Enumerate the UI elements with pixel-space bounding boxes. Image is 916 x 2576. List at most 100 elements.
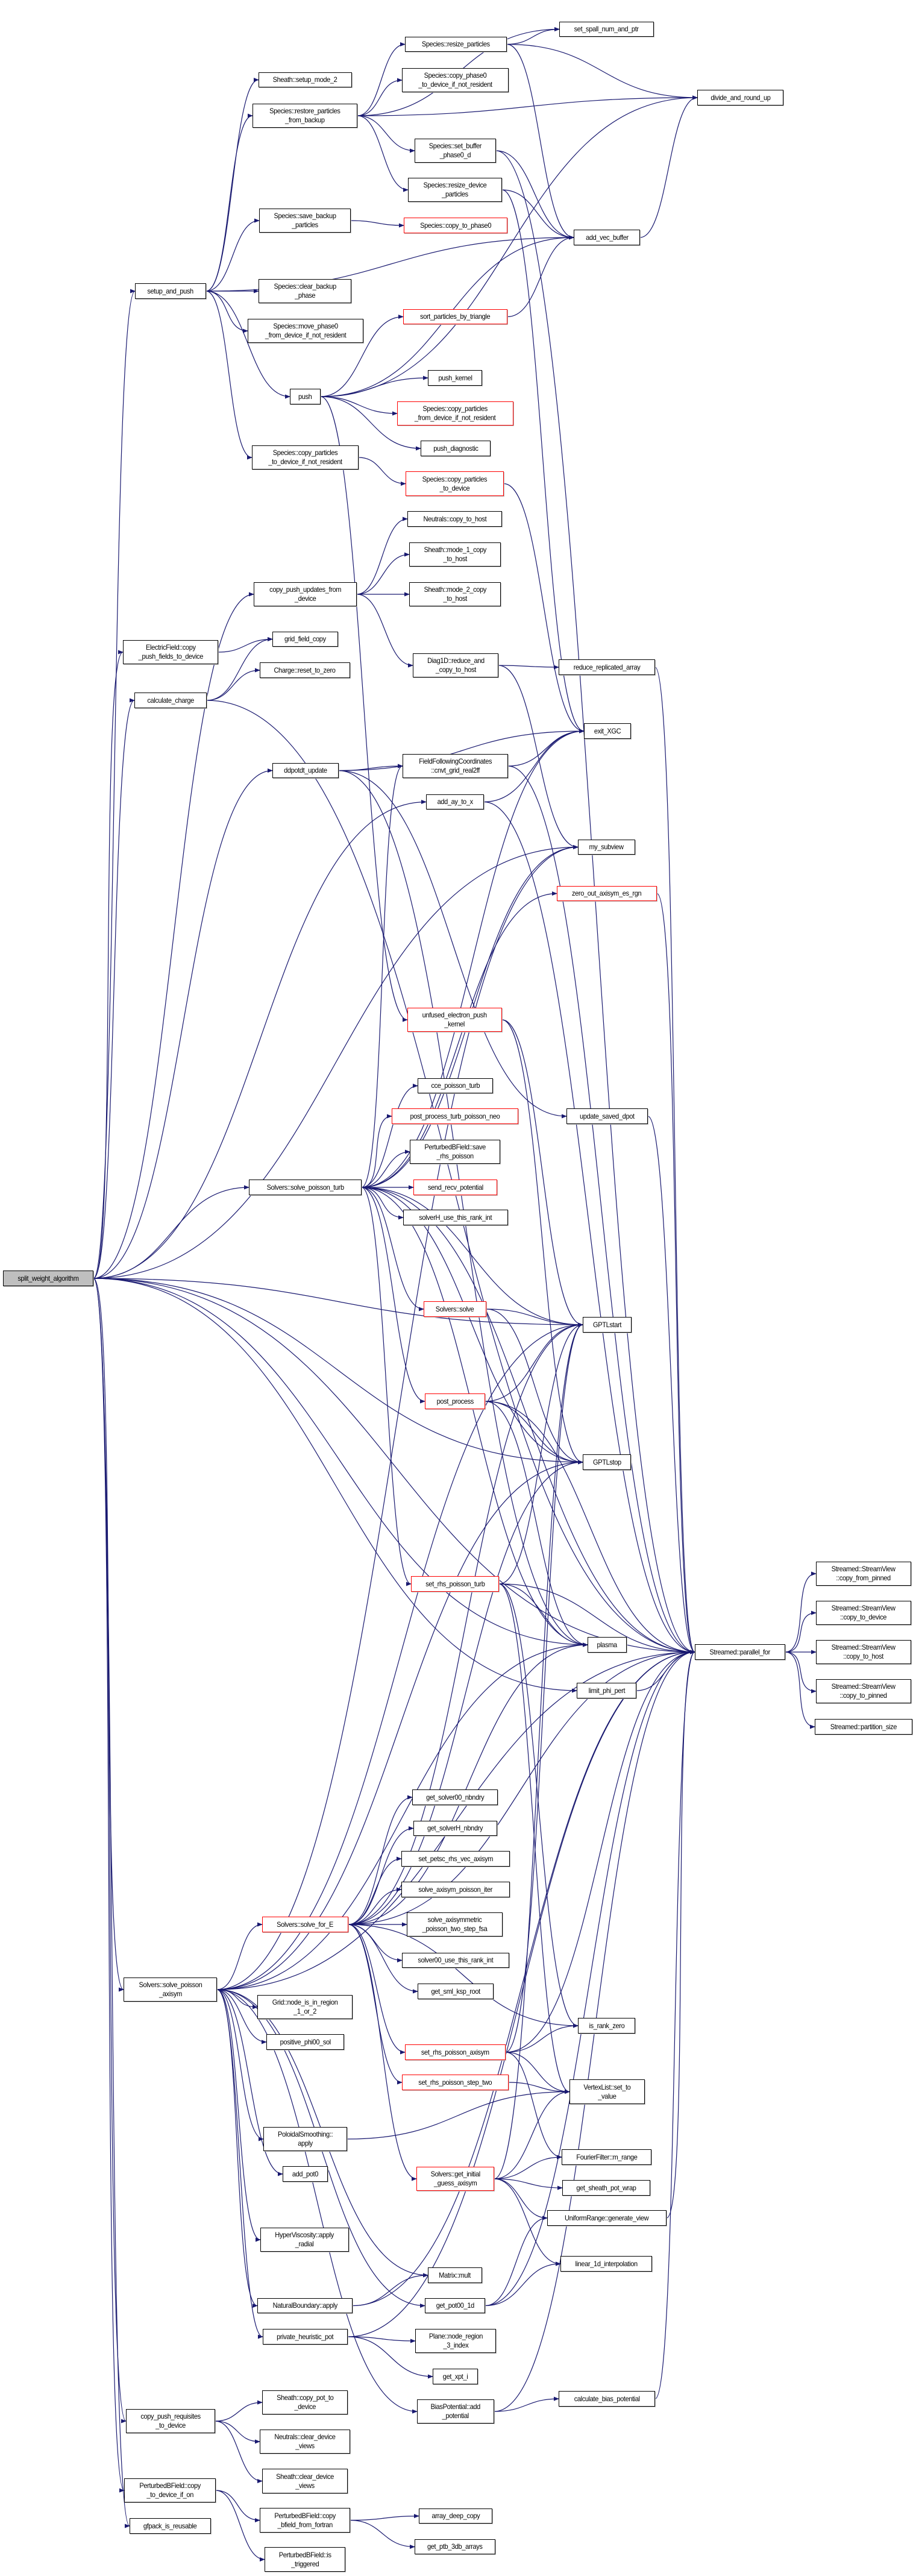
graph-node-function-link[interactable]: post_process [425,1393,485,1409]
graph-node-function-link[interactable]: Species::resize_device _particles [408,178,502,202]
graph-node-function-link[interactable]: solver00_use_this_rank_int [402,1953,509,1968]
graph-node-function-link[interactable]: calculate_bias_potential [559,2391,655,2407]
graph-node-function-link[interactable]: Neutrals::clear_device _views [260,2430,350,2454]
graph-node-function-link[interactable]: push_diagnostic [421,441,491,456]
graph-node-function-link[interactable]: get_xpt_i [433,2369,478,2384]
graph-node-function-link[interactable]: Species::restore_particles _from_backup [253,104,357,128]
graph-node-function-link[interactable]: set_rhs_poisson_axisym [405,2044,506,2060]
graph-node-function-link[interactable]: Streamed::parallel_for [695,1644,785,1660]
graph-node-function-link[interactable]: get_solver00_nbndry [412,1789,498,1805]
graph-node-function-link[interactable]: Sheath::mode_1_copy _to_host [409,542,501,567]
graph-node-function-link[interactable]: Species::copy_particles _from_device_if_… [397,401,513,426]
graph-node-function-link[interactable]: Species::move_phase0 _from_device_if_not… [248,319,363,343]
graph-node-function-link[interactable]: linear_1d_interpolation [560,2256,652,2272]
graph-node-function-link[interactable]: Streamed::StreamView ::copy_to_device [816,1601,911,1625]
graph-node-function-link[interactable]: exit_XGC [584,723,631,739]
graph-node-function-link[interactable]: get_ptb_3db_arrays [415,2539,495,2554]
graph-node-function-link[interactable]: Species::copy_particles _to_device [406,471,504,496]
graph-node-function-link[interactable]: add_vec_buffer [574,230,640,245]
graph-node-function-link[interactable]: Species::clear_backup _phase [259,279,351,303]
graph-node-function-link[interactable]: Matrix::mult [428,2267,482,2283]
graph-node-function-link[interactable]: FourierFilter::m_range [562,2149,651,2165]
graph-node-function-link[interactable]: Solvers::solve_poisson_turb [249,1180,362,1195]
graph-node-function-link[interactable]: set_rhs_poisson_step_two [402,2075,509,2090]
function-name-label: update_saved_dpot [580,1111,635,1120]
graph-node-function-link[interactable]: Charge::reset_to_zero [260,662,350,678]
graph-node-function-link[interactable]: Species::resize_particles [405,37,507,52]
graph-node-function-link[interactable]: GPTLstop [583,1454,631,1470]
graph-node-function-link[interactable]: add_ay_to_x [426,794,484,809]
graph-node-function-link[interactable]: set_petsc_rhs_vec_axisym [401,1851,510,1867]
graph-node-function-link[interactable]: is_rank_zero [578,2018,635,2034]
graph-node-function-link[interactable]: Solvers::solve [424,1301,486,1317]
graph-node-function-link[interactable]: PerturbedBField::copy _bfield_from_fortr… [260,2508,350,2533]
graph-node-function-link[interactable]: Streamed::StreamView ::copy_to_host [816,1640,911,1664]
graph-node-function-link[interactable]: gfpack_is_reusable [130,2518,211,2534]
graph-node-function-link[interactable]: limit_phi_pert [577,1683,636,1698]
graph-node-function-link[interactable]: get_solverH_nbndry [413,1821,497,1836]
graph-node-function-link[interactable]: PoloidalSmoothing:: apply [263,2127,347,2151]
graph-node-function-link[interactable]: push_kernel [428,370,482,386]
graph-node-function-link[interactable]: set_spall_num_and_ptr [559,22,654,37]
graph-node-function-link[interactable]: reduce_replicated_array [559,659,655,675]
graph-node-function-link[interactable]: UniformRange::generate_view [547,2210,667,2226]
graph-node-function-link[interactable]: send_recv_potential [413,1180,497,1195]
graph-node-function-link[interactable]: set_rhs_poisson_turb [411,1576,499,1592]
graph-node-function-link[interactable]: calculate_charge [134,693,207,708]
graph-node-function-link[interactable]: private_heuristic_pot [263,2329,348,2345]
graph-node-function-link[interactable]: BiasPotential::add _potential [417,2399,494,2424]
graph-node-function-link[interactable]: Streamed::StreamView ::copy_from_pinned [816,1562,911,1586]
graph-node-function-link[interactable]: VertexList::set_to _value [569,2079,645,2104]
graph-node-function-link[interactable]: Streamed::StreamView ::copy_to_pinned [816,1679,911,1703]
graph-node-function-link[interactable]: grid_field_copy [272,632,338,647]
graph-node-function-link[interactable]: Streamed::partition_size [815,1719,912,1735]
graph-node-function-link[interactable]: Species::copy_phase0 _to_device_if_not_r… [402,68,509,92]
graph-node-function-link[interactable]: Species::copy_to_phase0 [404,218,507,233]
graph-node-function-link[interactable]: plasma [588,1637,627,1653]
graph-node-function-link[interactable]: get_sml_ksp_root [418,1984,494,1999]
graph-node-function-link[interactable]: ddpotdt_update [272,763,339,778]
graph-node-function-link[interactable]: unfused_electron_push _kernel [407,1008,502,1032]
graph-node-function-link[interactable]: Diag1D::reduce_and _copy_to_host [413,653,498,677]
graph-node-function-link[interactable]: Sheath::mode_2_copy _to_host [409,582,501,606]
graph-node-function-link[interactable]: PerturbedBField::is _triggered [265,2547,345,2572]
graph-node-function-link[interactable]: post_process_turb_poisson_neo [392,1108,518,1124]
graph-node-function-link[interactable]: Solvers::solve_for_E [262,1917,348,1932]
graph-node-function-link[interactable]: Plane::node_region _3_index [415,2329,496,2353]
graph-node-function-link[interactable]: divide_and_round_up [697,90,783,105]
graph-node-function-link[interactable]: Sheath::clear_device _views [262,2469,348,2493]
graph-node-function-link[interactable]: update_saved_dpot [566,1108,648,1124]
graph-node-function-link[interactable]: Grid::node_is_in_region _1_or_2 [257,1995,353,2019]
graph-node-function-link[interactable]: my_subview [578,840,635,855]
graph-node-function-link[interactable]: NaturalBoundary::apply [257,2298,353,2313]
graph-node-function-link[interactable]: GPTLstart [583,1317,632,1333]
graph-node-function-link[interactable]: solve_axisym_poisson_iter [401,1882,510,1897]
graph-node-function-link[interactable]: copy_push_updates_from _device [254,582,357,606]
graph-node-function-link[interactable]: solverH_use_this_rank_int [403,1210,508,1225]
graph-node-function-link[interactable]: zero_out_axisym_es_rgn [557,886,657,901]
graph-node-function-link[interactable]: push [290,389,321,404]
graph-node-function-link[interactable]: add_pot0 [283,2166,328,2182]
graph-node-function-link[interactable]: Sheath::copy_pot_to _device [262,2390,348,2414]
graph-node-function-link[interactable]: Neutrals::copy_to_host [407,511,502,527]
graph-node-function-link[interactable]: ElectricField::copy _push_fields_to_devi… [123,640,218,664]
graph-node-function-link[interactable]: Solvers::get_initial _guess_axisym [416,2167,494,2191]
graph-node-function-link[interactable]: Species::copy_particles _to_device_if_no… [252,445,359,470]
graph-node-function-link[interactable]: HyperViscosity::apply _radial [260,2228,349,2252]
graph-node-function-link[interactable]: Species::set_buffer _phase0_d [415,139,496,163]
graph-node-function-link[interactable]: get_pot00_1d [425,2298,485,2313]
graph-node-function-link[interactable]: solve_axisymmetric _poisson_two_step_fsa [407,1912,503,1937]
graph-node-function-link[interactable]: array_deep_copy [419,2508,492,2524]
graph-node-function-link[interactable]: sort_particles_by_triangle [403,309,507,324]
graph-node-function-link[interactable]: cce_poisson_turb [418,1078,493,1093]
graph-node-function-link[interactable]: get_sheath_pot_wrap [562,2180,650,2196]
graph-node-function-link[interactable]: copy_push_requisites _to_device [126,2409,215,2433]
graph-node-function-link[interactable]: Sheath::setup_mode_2 [259,72,352,87]
graph-node-function-link[interactable]: Species::save_backup _particles [259,209,351,233]
graph-node-function-link[interactable]: positive_phi00_sol [266,2034,344,2050]
graph-node-function-link[interactable]: setup_and_push [135,283,206,299]
graph-node-function-link[interactable]: PerturbedBField::copy _to_device_if_on [124,2478,216,2502]
graph-node-function-link[interactable]: FieldFollowingCoordinates ::cnvt_grid_re… [403,754,508,778]
graph-node-function-link[interactable]: Solvers::solve_poisson _axisym [124,1978,217,2002]
graph-node-function-link[interactable]: PerturbedBField::save _rhs_poisson [410,1140,500,1164]
